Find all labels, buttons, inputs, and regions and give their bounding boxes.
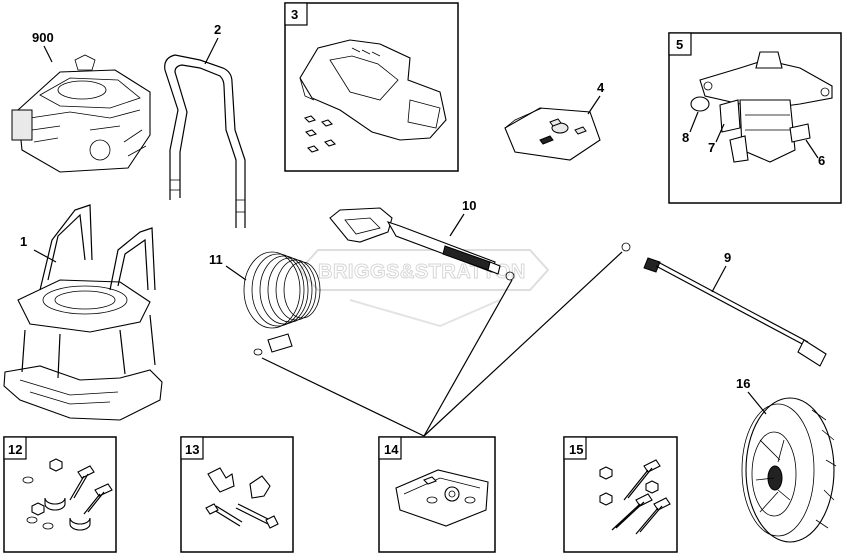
handle-part [164,54,246,228]
leader-16 [747,391,767,415]
watermark-text: BRIGGS&STRATTON [318,261,526,283]
callout-9: 9 [724,250,731,265]
leader-11 [225,265,247,281]
callout-8: 8 [682,130,689,145]
engine-part [11,54,151,173]
box-label-3: 3 [291,7,298,22]
hose-part [243,251,321,356]
leader-6 [805,139,819,159]
leader-gun-to-14 [423,279,513,437]
spray-gun-part [329,207,515,281]
box-label-15: 15 [569,442,583,457]
callout-16: 16 [736,376,750,391]
box-13-hardware [180,436,294,553]
box-3-panel [284,2,459,172]
panel-screws [303,115,337,153]
box-label-12: 12 [8,442,22,457]
leader-7 [715,123,725,143]
box-label-14: 14 [384,442,399,457]
box-15-bolts [563,436,678,553]
leader-9 [711,265,727,293]
box-label-13: 13 [185,442,199,457]
leader-1 [33,249,57,263]
callout-900: 900 [32,30,54,45]
callout-10: 10 [462,198,476,213]
leader-lance-to-14 [423,251,623,437]
frame-part [3,204,163,421]
leader-900 [43,45,53,63]
leader-8 [689,111,699,133]
callout-1: 1 [20,234,27,249]
leader-10 [449,213,465,237]
callout-2: 2 [214,22,221,37]
wheel-part [741,397,837,543]
box-12-hardware [3,436,117,553]
callout-6: 6 [818,153,825,168]
leader-4 [587,95,601,115]
watermark: BRIGGS&STRATTON [298,249,550,328]
callout-11: 11 [209,252,223,267]
callout-4: 4 [597,80,605,95]
callout-7: 7 [708,140,715,155]
box-5-pump [668,32,842,204]
box-14-bracket [378,436,496,553]
lance-part [621,242,827,367]
leader-2 [204,37,219,65]
box-label-5: 5 [676,37,683,52]
nozzle-kit-part [504,107,601,161]
leader-hose-to-14 [261,357,425,437]
